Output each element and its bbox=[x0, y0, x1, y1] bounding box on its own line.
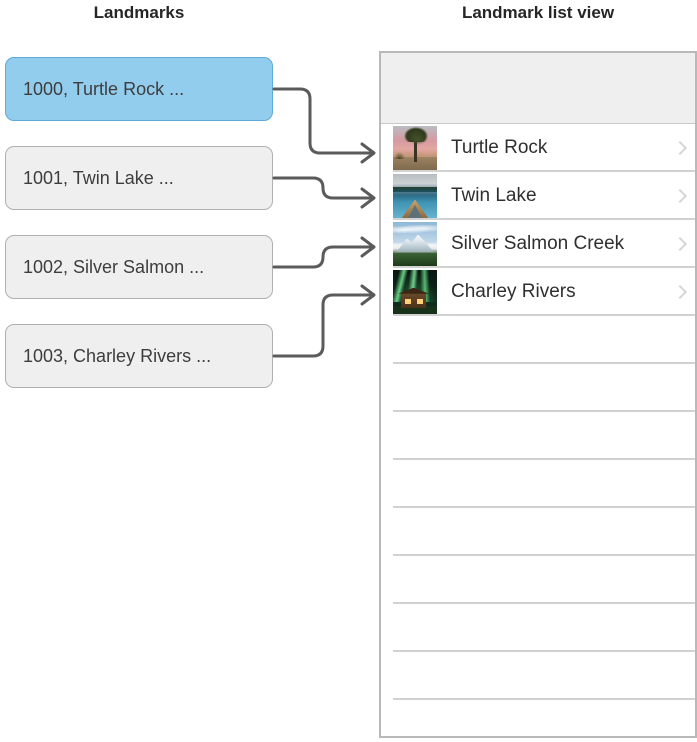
landmark-node-label: 1002, Silver Salmon ... bbox=[23, 256, 205, 277]
empty-list-row bbox=[381, 460, 695, 508]
twin-lake-thumbnail bbox=[393, 174, 437, 218]
arrowhead-3 bbox=[360, 236, 376, 258]
row-separator bbox=[393, 410, 695, 412]
list-item-label: Silver Salmon Creek bbox=[451, 233, 625, 254]
empty-list-row bbox=[381, 652, 695, 700]
list-item[interactable]: Turtle Rock bbox=[381, 124, 695, 172]
arrowhead-4 bbox=[360, 284, 376, 306]
connector-3 bbox=[272, 245, 374, 269]
empty-list-row bbox=[381, 412, 695, 460]
empty-list-row bbox=[381, 316, 695, 364]
connector-1 bbox=[272, 87, 374, 155]
empty-list-rows bbox=[381, 316, 695, 736]
landmarks-panel-title: Landmarks bbox=[93, 3, 185, 22]
landmark-list-view-panel-title: Landmark list view bbox=[461, 3, 615, 22]
list-item[interactable]: Silver Salmon Creek bbox=[381, 220, 695, 268]
row-separator bbox=[393, 362, 695, 364]
empty-list-row bbox=[381, 364, 695, 412]
turtle-rock-thumbnail bbox=[393, 126, 437, 170]
landmark-node-label: 1003, Charley Rivers ... bbox=[23, 345, 212, 366]
charley-rivers-thumbnail bbox=[393, 270, 437, 314]
row-separator bbox=[393, 506, 695, 508]
row-separator bbox=[393, 218, 695, 220]
landmark-node-1000[interactable]: 1000, Turtle Rock ... bbox=[5, 57, 273, 121]
chevron-right-icon bbox=[674, 236, 684, 253]
row-separator bbox=[393, 554, 695, 556]
landmark-node-1003[interactable]: 1003, Charley Rivers ... bbox=[5, 324, 273, 388]
row-separator bbox=[393, 314, 695, 316]
empty-list-row bbox=[381, 508, 695, 556]
list-item-label: Turtle Rock bbox=[451, 137, 548, 158]
landmark-node-label: 1000, Turtle Rock ... bbox=[23, 78, 185, 99]
arrowhead-2 bbox=[360, 187, 376, 209]
chevron-right-icon bbox=[674, 284, 684, 301]
row-separator bbox=[393, 170, 695, 172]
arrowhead-1 bbox=[360, 142, 376, 164]
row-separator bbox=[393, 698, 695, 700]
list-item[interactable]: Charley Rivers bbox=[381, 268, 695, 316]
row-separator bbox=[393, 458, 695, 460]
landmark-list-panel: Turtle Rock Twin Lake Silver Salmon Cree… bbox=[379, 51, 697, 738]
landmark-node-1002[interactable]: 1002, Silver Salmon ... bbox=[5, 235, 273, 299]
list-item[interactable]: Twin Lake bbox=[381, 172, 695, 220]
empty-list-row bbox=[381, 556, 695, 604]
row-separator bbox=[393, 266, 695, 268]
empty-list-row bbox=[381, 604, 695, 652]
landmark-node-1001[interactable]: 1001, Twin Lake ... bbox=[5, 146, 273, 210]
chevron-right-icon bbox=[674, 140, 684, 157]
list-item-label: Charley Rivers bbox=[451, 281, 576, 302]
landmark-node-label: 1001, Twin Lake ... bbox=[23, 167, 174, 188]
list-navigation-bar bbox=[381, 53, 695, 124]
connector-2 bbox=[272, 176, 374, 200]
silver-salmon-creek-thumbnail bbox=[393, 222, 437, 266]
row-separator bbox=[393, 602, 695, 604]
chevron-right-icon bbox=[674, 188, 684, 205]
list-item-label: Twin Lake bbox=[451, 185, 537, 206]
connector-4 bbox=[272, 293, 374, 358]
empty-list-row bbox=[381, 700, 695, 736]
row-separator bbox=[393, 650, 695, 652]
